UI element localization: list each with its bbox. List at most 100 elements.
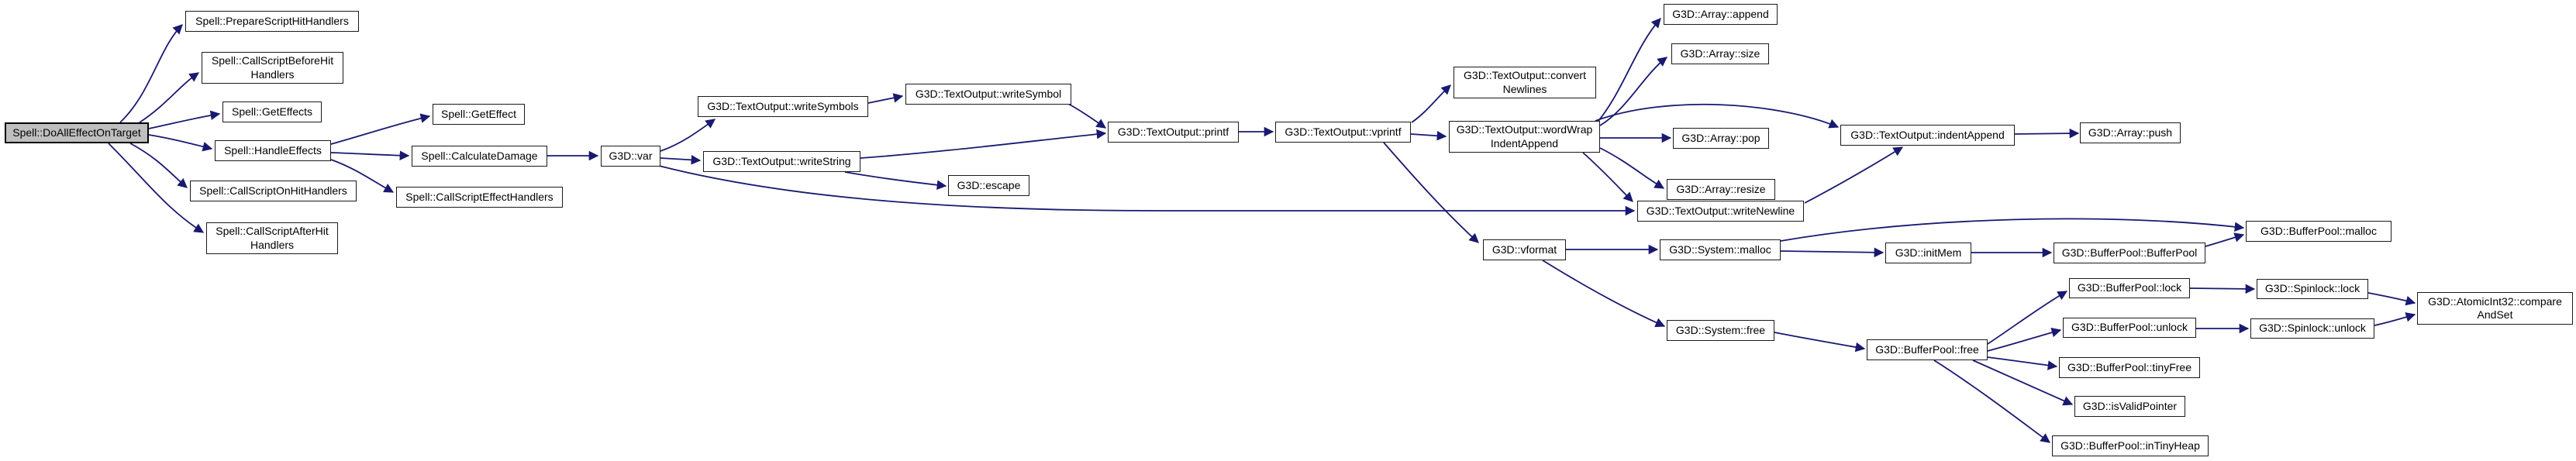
edge-handleEffects-getEffect	[330, 113, 431, 145]
edge-writeSymbols-writeSymbol	[867, 93, 904, 104]
node-label: G3D::Array::resize	[1676, 182, 1766, 195]
edge-bufferPoolLock-spinlockLock	[2189, 284, 2256, 294]
node-g3d-bufferpool-free[interactable]: G3D::BufferPool::free	[1867, 339, 1988, 360]
node-g3d-escape[interactable]: G3D::escape	[948, 175, 1029, 196]
node-g3d-textoutput-writenewline[interactable]: G3D::TextOutput::writeNewline	[1637, 201, 1804, 222]
node-g3d-system-free[interactable]: G3D::System::free	[1667, 320, 1774, 341]
edge-bufferPoolFree-tinyFree	[1987, 356, 2058, 370]
node-g3d-textoutput-wordwrapindentappend[interactable]: G3D::TextOutput::wordWrap IndentAppend	[1449, 121, 1600, 153]
node-g3d-spinlock-unlock[interactable]: G3D::Spinlock::unlock	[2250, 318, 2374, 339]
edge-wordWrap-writeNewline	[1582, 152, 1633, 202]
node-g3d-textoutput-writesymbol[interactable]: G3D::TextOutput::writeSymbol	[905, 84, 1071, 105]
node-g3d-textoutput-vprintf[interactable]: G3D::TextOutput::vprintf	[1275, 122, 1411, 143]
edge-writeSymbol-printf	[1067, 103, 1107, 129]
edge-root-handleEffects	[148, 134, 213, 152]
node-spell-doalleffectontarget: Spell::DoAllEffectOnTarget	[5, 122, 149, 143]
node-g3d-bufferpool-unlock[interactable]: G3D::BufferPool::unlock	[2063, 318, 2196, 338]
node-label: Spell::CallScriptBeforeHit Handlers	[211, 54, 334, 81]
node-spell-preparescripthithandlers[interactable]: Spell::PrepareScriptHitHandlers	[185, 11, 359, 32]
node-label: Spell::DoAllEffectOnTarget	[12, 126, 141, 139]
node-label: G3D::Spinlock::unlock	[2259, 322, 2366, 335]
node-label: G3D::escape	[957, 178, 1021, 191]
node-label: Spell::CallScriptEffectHandlers	[405, 190, 553, 203]
edge-bufferPoolFree-bufferPoolLock	[1987, 291, 2068, 345]
node-label: G3D::Array::pop	[1681, 131, 1760, 144]
node-spell-calculatedamage[interactable]: Spell::CalculateDamage	[412, 146, 547, 167]
edge-handleEffects-effectHandlers	[330, 159, 395, 193]
node-label: G3D::vformat	[1491, 243, 1557, 256]
node-g3d-bufferpool-tinyfree[interactable]: G3D::BufferPool::tinyFree	[2059, 357, 2200, 378]
node-g3d-bufferpool-malloc[interactable]: G3D::BufferPool::malloc	[2246, 221, 2392, 242]
edge-root-getEffects	[148, 110, 221, 129]
node-spell-callscripteffecthandlers[interactable]: Spell::CallScriptEffectHandlers	[396, 187, 563, 208]
node-label: G3D::System::free	[1675, 323, 1766, 336]
node-g3d-textoutput-writesymbols[interactable]: G3D::TextOutput::writeSymbols	[698, 96, 868, 117]
edge-wordWrap-arraySize	[1599, 57, 1667, 126]
node-label: Spell::PrepareScriptHitHandlers	[195, 14, 349, 27]
node-label: G3D::TextOutput::writeSymbol	[915, 87, 1062, 100]
node-label: Spell::CallScriptAfterHit Handlers	[216, 225, 329, 251]
edge-vformat-systemFree	[1542, 260, 1666, 328]
node-spell-callscriptonhithandlers[interactable]: Spell::CallScriptOnHitHandlers	[190, 181, 357, 201]
edge-writeNewline-indentAppend	[1804, 146, 1904, 204]
node-g3d-var[interactable]: G3D::var	[601, 146, 660, 167]
edge-root-onHit	[129, 143, 188, 188]
edge-systemFree-bufferPoolFree	[1774, 332, 1866, 353]
node-spell-callscriptafterhithandlers[interactable]: Spell::CallScriptAfterHit Handlers	[206, 222, 338, 254]
node-label: G3D::isValidPointer	[2082, 399, 2178, 412]
node-g3d-textoutput-writestring[interactable]: G3D::TextOutput::writeString	[703, 151, 860, 172]
edge-writeString-printf	[860, 129, 1107, 159]
node-g3d-array-push[interactable]: G3D::Array::push	[2080, 122, 2181, 143]
node-g3d-initmem[interactable]: G3D::initMem	[1885, 243, 1971, 263]
node-g3d-array-pop[interactable]: G3D::Array::pop	[1673, 128, 1769, 149]
node-label: G3D::Array::append	[1672, 7, 1769, 20]
node-g3d-bufferpool-bufferpool[interactable]: G3D::BufferPool::BufferPool	[2054, 243, 2205, 263]
node-g3d-bufferpool-lock[interactable]: G3D::BufferPool::lock	[2069, 278, 2190, 298]
node-label: G3D::BufferPool::lock	[2077, 281, 2182, 294]
node-label: Spell::GetEffects	[231, 105, 312, 118]
node-label: G3D::BufferPool::malloc	[2260, 224, 2377, 237]
node-g3d-textoutput-printf[interactable]: G3D::TextOutput::printf	[1108, 122, 1239, 143]
node-label: G3D::System::malloc	[1669, 243, 1771, 256]
edge-vprintf-convertNewlines	[1411, 84, 1451, 123]
edge-handleEffects-calcDamage	[330, 150, 410, 160]
node-label: G3D::AtomicInt32::compare AndSet	[2428, 294, 2562, 322]
node-label: G3D::BufferPool::free	[1875, 342, 1979, 356]
node-spell-geteffect[interactable]: Spell::GetEffect	[433, 104, 525, 125]
node-g3d-atomicint32-compareandset[interactable]: G3D::AtomicInt32::compare AndSet	[2417, 292, 2573, 325]
node-g3d-vformat[interactable]: G3D::vformat	[1483, 239, 1566, 260]
node-g3d-spinlock-lock[interactable]: G3D::Spinlock::lock	[2257, 279, 2368, 299]
node-g3d-textoutput-indentappend[interactable]: G3D::TextOutput::indentAppend	[1840, 125, 2015, 146]
edge-spinlockUnlock-compareAndSet	[2374, 312, 2416, 326]
node-label: Spell::GetEffect	[440, 107, 516, 120]
node-g3d-array-append[interactable]: G3D::Array::append	[1664, 4, 1778, 25]
node-label: G3D::BufferPool::inTinyHeap	[2060, 439, 2200, 452]
node-label: G3D::var	[609, 149, 653, 162]
node-label: G3D::BufferPool::BufferPool	[2061, 246, 2198, 259]
node-label: G3D::Array::size	[1680, 46, 1760, 60]
node-spell-handleeffects[interactable]: Spell::HandleEffects	[215, 140, 331, 161]
node-label: Spell::HandleEffects	[224, 143, 322, 157]
node-g3d-system-malloc[interactable]: G3D::System::malloc	[1660, 239, 1781, 260]
edge-writeString-escape	[844, 171, 947, 191]
node-g3d-bufferpool-intinyheap[interactable]: G3D::BufferPool::inTinyHeap	[2052, 435, 2209, 456]
node-label: Spell::CalculateDamage	[421, 149, 538, 162]
edge-root-beforeHit	[139, 72, 200, 123]
node-label: G3D::BufferPool::unlock	[2071, 321, 2188, 334]
edge-systemMalloc-initMem	[1780, 247, 1885, 258]
edge-spinlockLock-compareAndSet	[2367, 292, 2416, 306]
node-g3d-isvalidpointer[interactable]: G3D::isValidPointer	[2074, 396, 2185, 417]
node-g3d-array-resize[interactable]: G3D::Array::resize	[1667, 179, 1775, 200]
edge-wordWrap-indentAppend	[1595, 103, 1840, 129]
edge-root-prepareHit	[119, 24, 183, 123]
node-spell-geteffects[interactable]: Spell::GetEffects	[222, 101, 322, 122]
node-spell-callscriptbeforehithandlers[interactable]: Spell::CallScriptBeforeHit Handlers	[202, 52, 343, 84]
node-g3d-array-size[interactable]: G3D::Array::size	[1671, 43, 1769, 64]
node-g3d-textoutput-convertnewlines[interactable]: G3D::TextOutput::convert Newlines	[1454, 67, 1596, 98]
edge-var-writeString	[660, 155, 702, 165]
edge-wordWrap-arrayAppend	[1598, 18, 1661, 122]
edge-vprintf-vformat	[1383, 142, 1479, 243]
edge-bufferPoolFree-inTinyHeap	[1933, 360, 2051, 443]
